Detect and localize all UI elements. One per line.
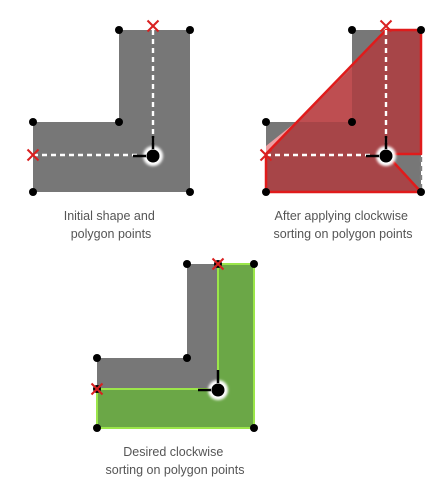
x-mark-icon xyxy=(26,148,40,162)
caption-line: sorting on polygon points xyxy=(274,227,413,241)
caption-line: Initial shape and xyxy=(64,209,155,223)
polygon-point xyxy=(115,26,123,34)
guide-dashes xyxy=(33,30,155,157)
polygon-point xyxy=(250,424,258,432)
polygon-point xyxy=(417,188,425,196)
polygon-point xyxy=(262,188,270,196)
polygon-point xyxy=(93,424,101,432)
center-point-icon xyxy=(133,136,163,166)
sorted-polygon xyxy=(264,28,423,194)
center-point-icon xyxy=(366,136,396,166)
caption-line: polygon points xyxy=(71,227,152,241)
polygon-point xyxy=(186,188,194,196)
panel-clockwise: After applying clockwise sorting on poly… xyxy=(259,19,425,241)
polygon-point xyxy=(93,354,101,362)
x-mark-icon xyxy=(379,19,393,33)
polygon-point xyxy=(186,26,194,34)
x-mark-icon xyxy=(90,382,104,396)
caption-line: sorting on polygon points xyxy=(106,463,245,477)
caption-line: After applying clockwise xyxy=(275,209,408,223)
panel-initial: Initial shape and polygon points xyxy=(26,19,194,241)
center-point-icon xyxy=(198,370,228,400)
polygon-point xyxy=(115,118,123,126)
caption-initial: Initial shape and polygon points xyxy=(64,209,159,241)
x-mark-icon xyxy=(146,19,160,33)
polygon-point xyxy=(29,118,37,126)
caption-clockwise: After applying clockwise sorting on poly… xyxy=(274,209,413,241)
polygon-point xyxy=(183,354,191,362)
l-shape xyxy=(33,30,190,192)
panel-desired: Desired clockwise sorting on polygon poi… xyxy=(90,257,258,477)
sorted-polygon xyxy=(96,263,255,429)
polygon-point xyxy=(250,260,258,268)
polygon-point xyxy=(262,118,270,126)
polygon-points xyxy=(262,26,425,196)
x-mark-icon xyxy=(259,148,273,162)
polygon-point xyxy=(183,260,191,268)
guide-dashes xyxy=(266,30,388,157)
polygon-point xyxy=(348,118,356,126)
polygon-point xyxy=(417,26,425,34)
x-mark-icon xyxy=(211,257,225,271)
caption-line: Desired clockwise xyxy=(123,445,223,459)
polygon-point xyxy=(348,26,356,34)
caption-desired: Desired clockwise sorting on polygon poi… xyxy=(106,445,245,477)
polygon-point xyxy=(29,188,37,196)
polygon-points xyxy=(29,26,194,196)
